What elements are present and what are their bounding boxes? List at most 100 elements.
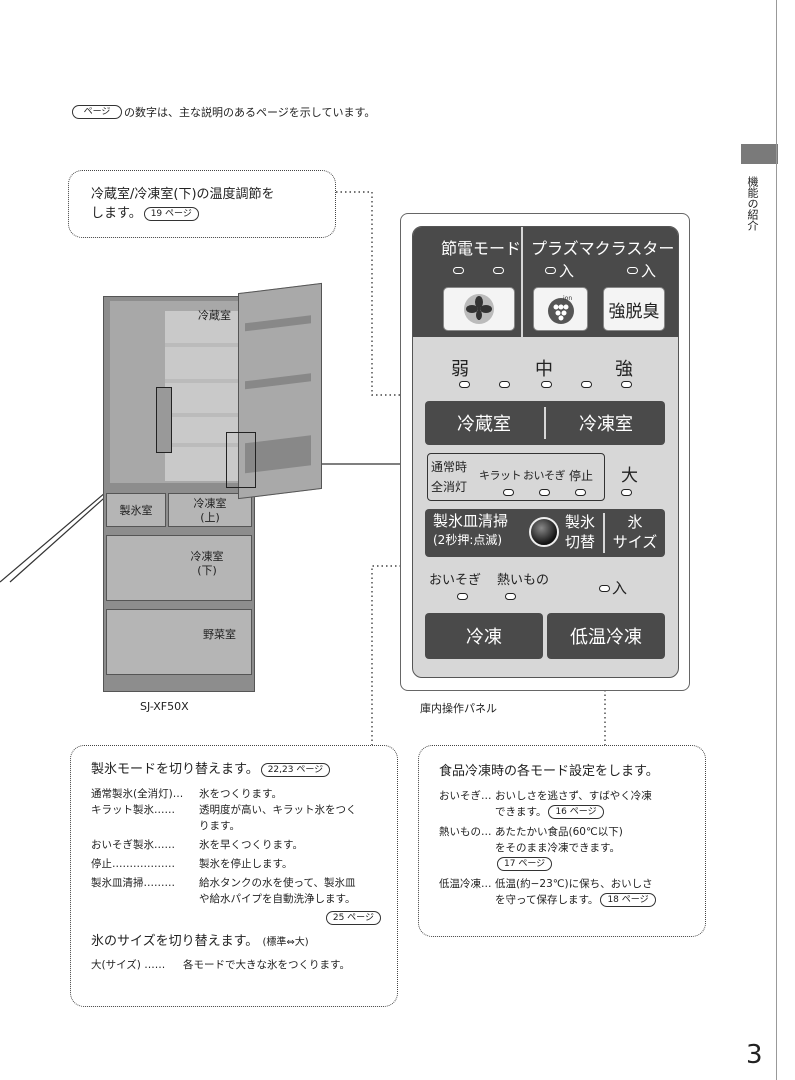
freeze-led-2 [505, 593, 516, 600]
level-strong: 強 [615, 359, 633, 380]
door-highlight-box [226, 432, 256, 488]
desc-line: をそのまま冷凍できます。 [495, 842, 620, 854]
tsujo-2: 全消灯 [431, 480, 468, 494]
desc-line: おいしさを逃さず、すばやく冷凍 [495, 790, 652, 802]
seihyo-clean-1: 製氷皿清掃 [433, 512, 509, 530]
door-pocket [245, 373, 311, 390]
seihyo-switch-button[interactable]: 製氷 切替 [565, 512, 595, 552]
desc-line: あたたかい食品(60℃以下) [495, 826, 623, 838]
label-reito-down-1: 冷凍室 [190, 550, 224, 563]
desc: 給水タンクの水を使って、製氷皿 [199, 877, 356, 889]
size-title-row: 氷のサイズを切り替えます。 (標準⇔大) [91, 932, 397, 953]
ice-mode-box: 製氷モードを切り替えます。 22,23 ページ 通常製氷(全消灯)…氷をつくりま… [70, 745, 398, 1007]
list-item: おいそぎ… おいしさを逃さず、すばやく冷凍 できます。16 ページ [439, 788, 705, 820]
kori-size-button[interactable]: 氷 サイズ [609, 512, 661, 552]
callout-line1: 冷蔵室/冷凍室(下)の温度調節を [91, 187, 275, 202]
teion-button[interactable]: 低温冷凍 [547, 613, 665, 659]
shelf [165, 443, 245, 447]
fridge-illustration: 冷蔵室 製氷室 冷凍室 (上) 冷凍室 (下) 野菜室 [103, 296, 255, 692]
ice-box-title: 製氷モードを切り替えます。 [91, 762, 259, 777]
term: キラット製氷…… [91, 804, 175, 816]
level-weak: 弱 [451, 359, 469, 380]
button-divider [544, 407, 546, 439]
freeze-led-3 [599, 585, 610, 592]
ice-mode-list: 通常製氷(全消灯)…氷をつくります。 キラット製氷…… 透明度が高い、キラット氷を… [91, 786, 397, 926]
compartment-reito-down: 冷凍室 (下) [106, 535, 252, 601]
desc: 透明度が高い、キラット氷をつく [199, 804, 357, 816]
oisogi-label: おいそぎ [523, 469, 566, 482]
term [91, 818, 199, 834]
ice-led-3 [575, 489, 586, 496]
size-note: (標準⇔大) [262, 937, 309, 948]
reitou-button[interactable]: 冷凍 [425, 613, 543, 659]
term: 停止……………… [91, 858, 175, 870]
setsuden-label: 節電モード [441, 239, 522, 258]
shelf [165, 343, 245, 347]
plasma-button[interactable]: ion [533, 287, 588, 331]
reizo-button[interactable]: 冷蔵室 [457, 414, 511, 435]
button-divider [603, 513, 605, 553]
panel-divider [521, 227, 523, 337]
desc-text: を守って保存します。 [495, 894, 599, 906]
list-item: キラット製氷…… 透明度が高い、キラット氷をつく [91, 802, 397, 818]
freeze-box-title: 食品冷凍時の各モード設定をします。 [439, 764, 659, 779]
rows-ref-wrap: 25 ページ [91, 907, 397, 926]
deodor-led [627, 267, 638, 274]
term: 製氷皿清掃……… [91, 877, 175, 889]
shelf [165, 379, 245, 383]
desc: あたたかい食品(60℃以下) をそのまま冷凍できます。 17 ページ [495, 824, 623, 872]
term: おいそぎ… [439, 790, 492, 802]
reito-button[interactable]: 冷凍室 [579, 414, 633, 435]
desc: ります。 [199, 820, 240, 832]
dai-label: 大 [621, 466, 638, 486]
label-reito-up-1: 冷凍室 [193, 497, 227, 510]
list-item: 熱いもの… あたたかい食品(60℃以下) をそのまま冷凍できます。 17 ページ [439, 824, 705, 872]
svg-text:ion: ion [563, 295, 572, 302]
side-tab-marker [741, 144, 778, 164]
term: 通常製氷(全消灯)… [91, 788, 184, 800]
list-item: 低温冷凍… 低温(約−23℃)に保ち、おいしさ を守って保存します。18 ページ [439, 876, 705, 908]
label-reizo: 冷蔵室 [198, 309, 231, 322]
on-label-1: 入 [559, 262, 575, 280]
seihyo-switch-1: 製氷 [565, 513, 596, 531]
tsujo-label: 通常時 全消灯 [431, 457, 467, 497]
desc: や給水パイプを自動洗浄します。 [199, 893, 356, 905]
header-note: ページ の数字は、主な説明のあるページを示しています。 [70, 104, 375, 120]
seihyo-clean-button[interactable]: 製氷皿清掃 (2秒押:点滅) [433, 512, 508, 550]
desc: おいしさを逃さず、すばやく冷凍 できます。16 ページ [495, 788, 652, 820]
freeze-led-1 [457, 593, 468, 600]
atsuimono-label: 熱いもの [497, 573, 550, 588]
ice-box-title-row: 製氷モードを切り替えます。 22,23 ページ [91, 760, 397, 780]
level-led-2 [499, 381, 510, 388]
tsujo-1: 通常時 [431, 460, 468, 474]
ice-led-1 [503, 489, 514, 496]
desc-line: できます。16 ページ [495, 804, 652, 820]
desc: 低温(約−23℃)に保ち、おいしさ を守って保存します。18 ページ [495, 876, 658, 908]
size-title: 氷のサイズを切り替えます。 [91, 934, 259, 949]
label-reito-up-2: (上) [200, 511, 220, 524]
list-item: おいそぎ製氷……氷を早くつくります。 [91, 837, 397, 853]
desc: 製氷を停止します。 [199, 858, 293, 870]
oisogi2-label: おいそぎ [429, 573, 482, 588]
term [91, 891, 199, 907]
level-led-5 [621, 381, 632, 388]
seihyo-clean-2: (2秒押:点滅) [433, 533, 503, 547]
ice-mode-frame [427, 453, 605, 501]
kori-size-1: 氷 [627, 513, 643, 531]
desc: 各モードで大きな氷をつくります。 [183, 959, 350, 971]
panel-caption: 庫内操作パネル [420, 702, 497, 715]
setsuden-button[interactable] [443, 287, 515, 331]
kyodasshu-button[interactable]: 強脱臭 [603, 287, 665, 331]
pageref-18: 18 ページ [600, 893, 656, 907]
pageref-17: 17 ページ [497, 857, 553, 871]
list-item: 通常製氷(全消灯)…氷をつくります。 [91, 786, 397, 802]
on-label-2: 入 [641, 262, 657, 280]
list-item: や給水パイプを自動洗浄します。 [91, 891, 397, 907]
desc: 氷を早くつくります。 [199, 839, 303, 851]
plasma-led [545, 267, 556, 274]
seihyo-round-button[interactable] [529, 517, 559, 547]
page-edge-line [776, 0, 777, 1080]
teishi-label: 停止 [569, 469, 594, 483]
ice-led-2 [539, 489, 550, 496]
callout-line2: します。19 ページ [91, 204, 335, 223]
